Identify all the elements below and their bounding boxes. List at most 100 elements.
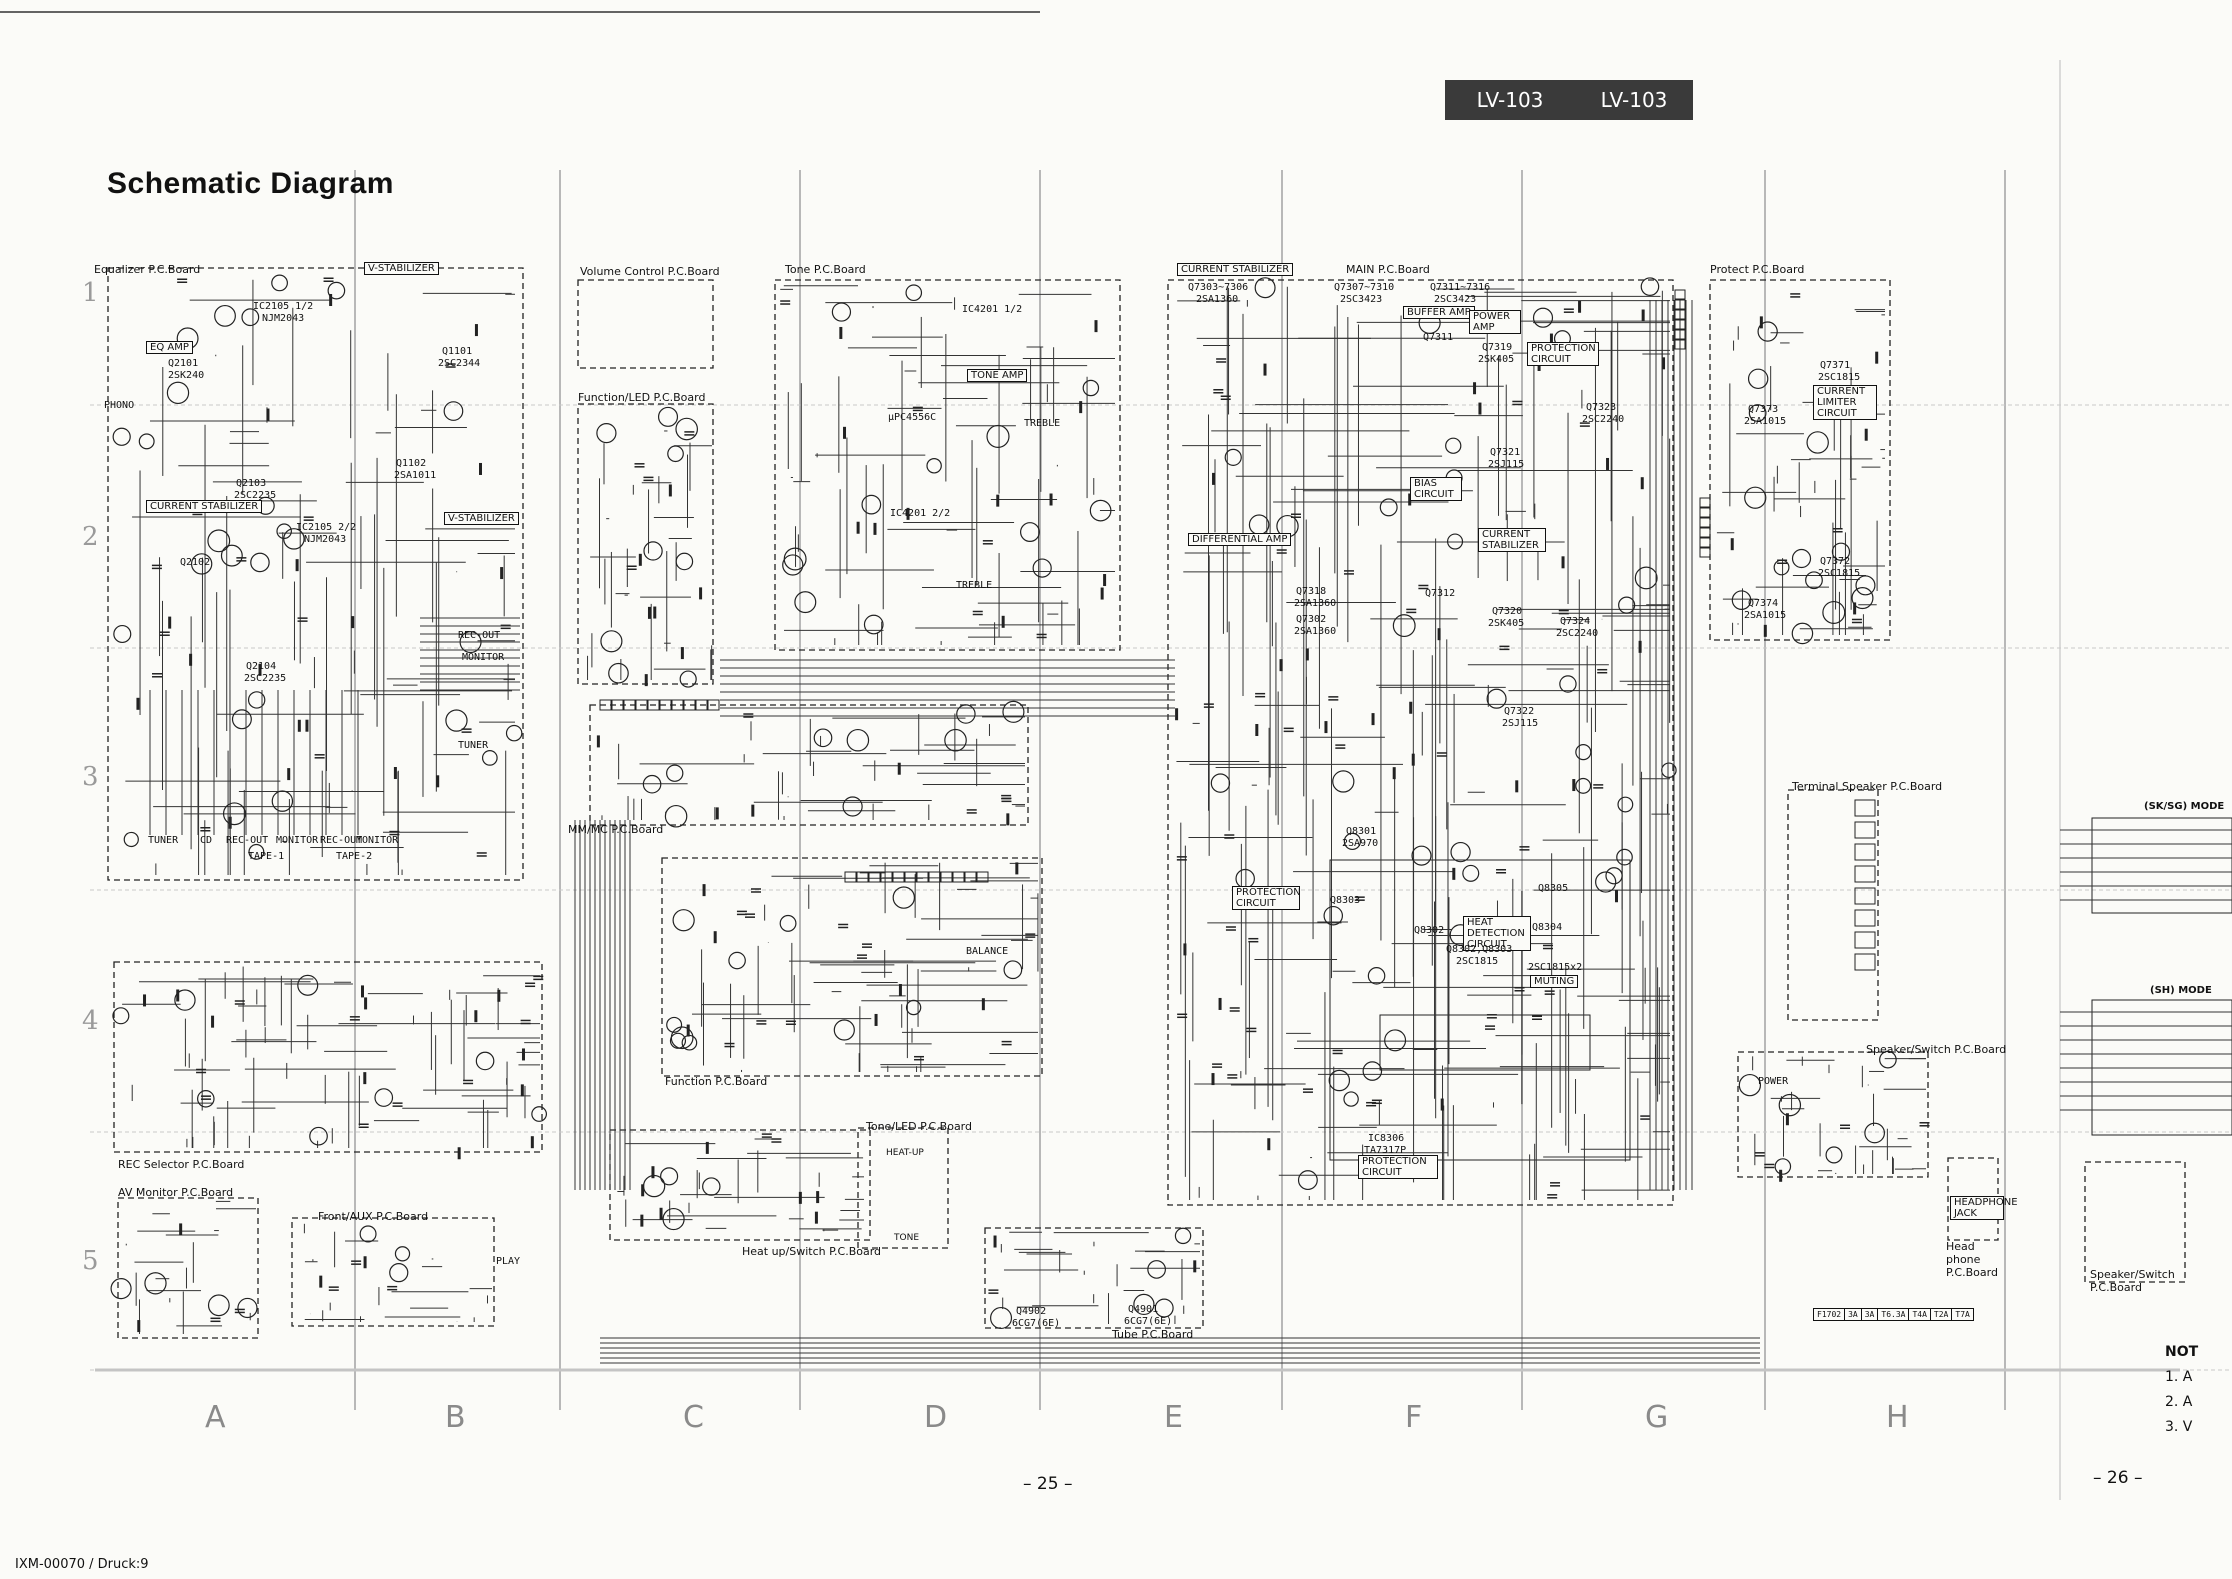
grid-letter-d: D xyxy=(924,1400,948,1435)
terminal-block xyxy=(1854,865,1876,883)
page-title: Schematic Diagram xyxy=(107,167,394,200)
q1101-part: 2SC2344 xyxy=(438,358,481,369)
transistor-symbol xyxy=(1089,499,1112,522)
transistor-symbol xyxy=(1486,688,1507,709)
resistor-symbol xyxy=(137,1320,141,1333)
resistor-symbol xyxy=(897,762,901,775)
q7324: Q7324 xyxy=(1560,616,1591,627)
power-label: POWER xyxy=(1758,1076,1789,1087)
balance-label: BALANCE xyxy=(966,946,1009,957)
transistor-symbol xyxy=(842,796,863,817)
board-mm-mc: MM/MC P.C.Board xyxy=(568,823,664,836)
transistor-symbol xyxy=(247,691,266,709)
connector-pin xyxy=(940,871,953,883)
resistor-symbol xyxy=(1263,363,1267,376)
transistor-symbol xyxy=(1616,848,1633,866)
board-protect: Protect P.C.Board xyxy=(1710,263,1805,276)
block-bias-circuit: BIAS CIRCUIT xyxy=(1410,477,1462,501)
board-volume-outline xyxy=(577,279,714,369)
block-heat-up: HEAT-UP xyxy=(886,1148,924,1158)
transistor-symbol xyxy=(1744,486,1767,509)
q7374-part: 2SA1015 xyxy=(1744,610,1787,621)
transistor-symbol xyxy=(1831,542,1851,561)
transistor-symbol xyxy=(664,804,688,828)
resistor-symbol xyxy=(1875,351,1879,364)
resistor-symbol xyxy=(363,1256,367,1269)
transistor-symbol xyxy=(1082,379,1100,397)
transistor-symbol xyxy=(1328,1069,1351,1092)
transistor-symbol xyxy=(1605,867,1623,885)
resistor-symbol xyxy=(1324,721,1328,734)
transistor-symbol xyxy=(1154,1298,1174,1318)
transistor-symbol xyxy=(1019,522,1040,543)
connector-pin xyxy=(952,871,965,883)
ic4201-b: IC4201 2/2 xyxy=(890,508,951,519)
transistor-symbol xyxy=(327,281,346,300)
connector-pin xyxy=(647,699,660,711)
q7318: Q7318 xyxy=(1296,586,1327,597)
transistor-symbol xyxy=(112,1007,130,1025)
grid-letter-a: A xyxy=(205,1400,226,1435)
transistor-symbol xyxy=(1343,832,1362,851)
resistor-symbol xyxy=(1409,701,1413,714)
resistor-symbol xyxy=(1578,300,1582,313)
transistor-symbol xyxy=(112,427,131,446)
resistor-symbol xyxy=(1641,309,1645,322)
resistor-symbol xyxy=(1183,943,1187,956)
transistor-symbol xyxy=(374,1088,394,1107)
q1102: Q1102 xyxy=(396,458,427,469)
resistor-symbol xyxy=(699,587,703,600)
block-v-stabilizer-2: V-STABILIZER xyxy=(444,512,519,525)
transistor-symbol xyxy=(813,728,833,748)
block-eq-amp: EQ AMP xyxy=(146,341,193,354)
q8301: Q8301 xyxy=(1346,826,1377,837)
connector-pin xyxy=(623,699,636,711)
note-item: 3. V xyxy=(2165,1419,2193,1435)
transistor-symbol xyxy=(1450,841,1471,863)
resistor-symbol xyxy=(1255,723,1259,736)
right-partial-board xyxy=(2091,817,2232,914)
board-tube: Tube P.C.Board xyxy=(1112,1328,1194,1341)
ic2105-a: IC2105 1/2 xyxy=(253,301,314,312)
connector-pin xyxy=(904,871,917,883)
board-heatup-switch: Heat up/Switch P.C.Board xyxy=(742,1245,882,1258)
q2103: Q2103 xyxy=(236,478,267,489)
input-label: MONITOR xyxy=(356,835,399,846)
transistor-symbol xyxy=(1411,845,1432,866)
transistor-symbol xyxy=(271,274,288,292)
transistor-symbol xyxy=(1855,575,1876,596)
connector-pin xyxy=(916,871,929,883)
resistor-symbol xyxy=(1515,780,1519,793)
connector-pin xyxy=(892,871,905,883)
transistor-symbol xyxy=(1559,675,1577,693)
transistor-symbol xyxy=(113,624,132,644)
q7324-part: 2SC2240 xyxy=(1556,628,1599,639)
connector-pin xyxy=(868,871,881,883)
transistor-symbol xyxy=(1791,622,1814,645)
transistor-symbol xyxy=(666,1016,683,1033)
transistor-symbol xyxy=(481,750,498,766)
transistor-symbol xyxy=(207,1294,230,1317)
transistor-symbol xyxy=(782,554,804,576)
resistor-symbol xyxy=(287,768,291,781)
connector-pin xyxy=(1674,309,1686,320)
q7371-part: 2SC1815 xyxy=(1818,372,1861,383)
transistor-symbol xyxy=(1864,1122,1886,1144)
resistor-symbol xyxy=(906,507,910,520)
resistor-symbol xyxy=(329,294,333,307)
transistor-symbol xyxy=(1224,448,1242,466)
q7323-part: 2SC2240 xyxy=(1582,414,1625,425)
transistor-symbol xyxy=(702,1177,721,1196)
terminal-block xyxy=(1854,953,1876,971)
board-tube-outline xyxy=(984,1227,1204,1329)
input-label: REC-OUT xyxy=(320,835,363,846)
resistor-symbol xyxy=(843,426,847,439)
transistor-symbol xyxy=(241,308,260,327)
resistor-symbol xyxy=(1001,615,1005,628)
resistor-symbol xyxy=(360,985,364,998)
transistor-symbol xyxy=(1133,1293,1155,1316)
resistor-symbol xyxy=(1864,428,1868,441)
model-sk-sg: (SK/SG) MODE xyxy=(2144,801,2225,812)
resistor-symbol xyxy=(640,1214,644,1227)
transistor-symbol xyxy=(531,1106,548,1122)
